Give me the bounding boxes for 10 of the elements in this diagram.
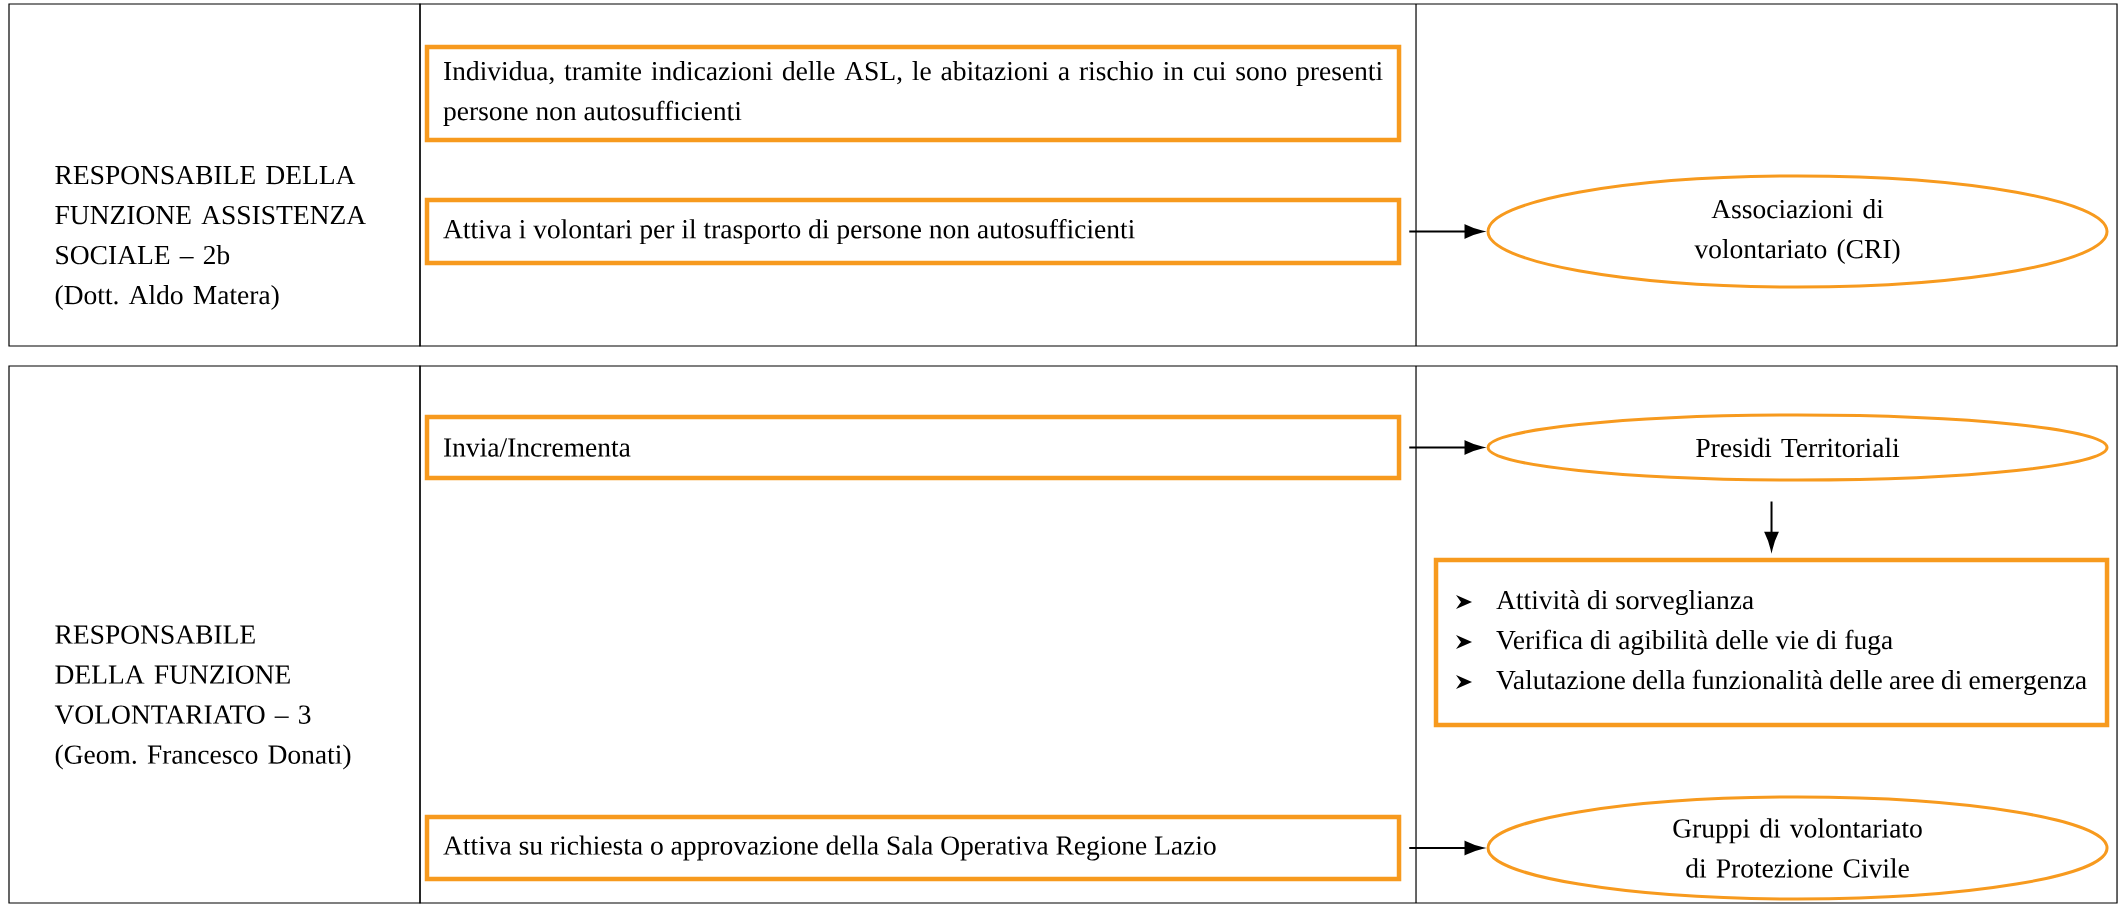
process-box: Invia/Incrementa (424, 414, 1402, 481)
process-box: Individua, tramite indicazioni delle ASL, le abitazioni a rischio in cui sono presenti persone non autosufficienti (424, 44, 1402, 143)
list-item: Attività di sorveglianza (1496, 590, 1754, 616)
task-list-box (1433, 557, 2110, 728)
table-cell: RESPONSABILE DELLA FUNZIONE ASSISTENZA SOCIALE – 2b (Dott. Aldo Matera) (8, 3, 421, 347)
process-box: Attiva i volontari per il trasporto di persone non autosufficienti (424, 197, 1402, 266)
table-cell: RESPONSABILE DELLA FUNZIONE VOLONTARIATO – 3 (Geom. Francesco Donati) (8, 365, 421, 904)
list-item: Verifica di agibilità delle vie di fuga (1496, 629, 1893, 656)
process-box: Attiva su richiesta o approvazione della Sala Operativa Regione Lazio (424, 814, 1402, 882)
list-item: Valutazione della funzionalità delle aree di emergenza (1496, 669, 2087, 696)
